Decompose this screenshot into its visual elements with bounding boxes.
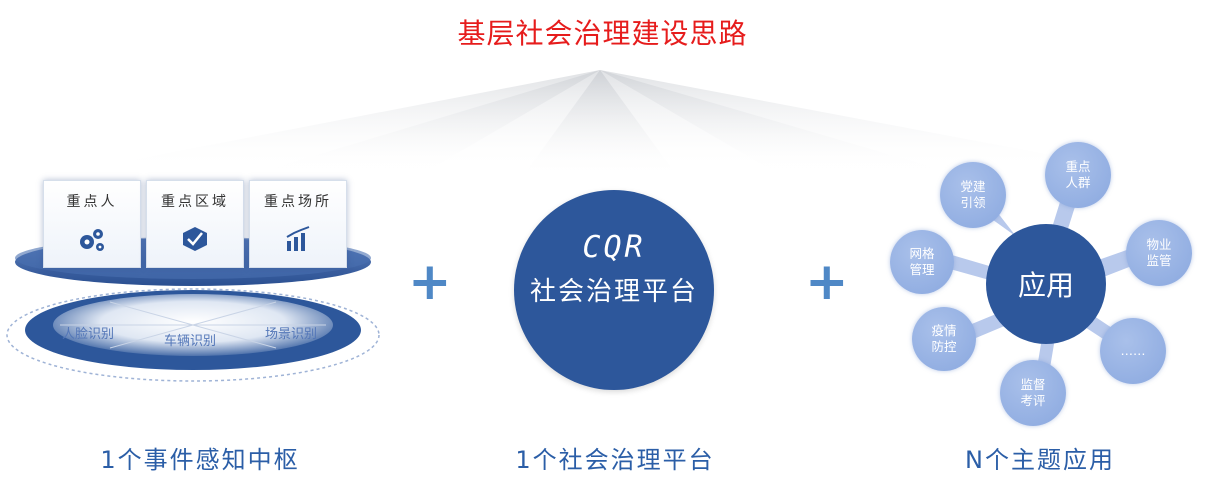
key-place-card: 重点场所 — [249, 180, 347, 268]
key-area-card: 重点区域 — [146, 180, 244, 268]
hub-caption: 1个事件感知中枢 — [100, 446, 300, 474]
page-title: 基层社会治理建设思路 — [457, 17, 748, 50]
plus-sign-right: + — [805, 252, 849, 312]
platform-circle: CQR 社会治理平台 — [514, 190, 714, 390]
node-label-line1: 疫情 — [931, 323, 957, 338]
light-rays-background — [80, 70, 1130, 180]
platform-name: 社会治理平台 — [529, 277, 698, 307]
plus-sign-left: + — [408, 252, 452, 312]
node-label-line1: 监督 — [1020, 377, 1046, 392]
node-label-line1: 网格 — [909, 246, 935, 261]
vehicle-recognition-label: 车辆识别 — [164, 334, 217, 349]
property-supervision-node: 物业监管 — [1126, 220, 1192, 286]
node-label-line1: 党建 — [960, 179, 986, 194]
node-label-line2: 防控 — [931, 339, 957, 354]
node-label-line1: 重点 — [1065, 159, 1091, 174]
applications-caption: N个主题应用 — [965, 446, 1115, 474]
area-badge-icon — [183, 227, 207, 251]
grid-management-node: 网格管理 — [890, 230, 954, 294]
bar-chart-icon — [286, 226, 310, 251]
node-label-line1: …… — [1120, 343, 1146, 358]
node-label-line2: 引领 — [960, 195, 986, 210]
card-label: 重点人 — [66, 194, 118, 210]
supervision-evaluation-node: 监督考评 — [1000, 360, 1066, 426]
key-person-card: 重点人 — [43, 180, 141, 268]
application-hub: 应用 — [986, 224, 1106, 344]
node-label-line2: 监管 — [1146, 253, 1172, 268]
epidemic-prevention-node: 疫情防控 — [912, 307, 976, 371]
platform-logo: CQR — [582, 230, 646, 265]
party-building-node: 党建引领 — [940, 162, 1006, 228]
node-label-line2: 管理 — [909, 262, 935, 277]
gears-icon — [80, 229, 104, 251]
more-apps-node: …… — [1100, 318, 1166, 384]
node-label-line2: 考评 — [1020, 393, 1046, 408]
card-label: 重点场所 — [264, 194, 332, 210]
scene-recognition-label: 场景识别 — [265, 327, 318, 342]
hub-label: 应用 — [1017, 269, 1074, 302]
platform-caption: 1个社会治理平台 — [515, 446, 715, 474]
card-label: 重点区域 — [161, 194, 229, 210]
node-label-line2: 人群 — [1065, 175, 1091, 190]
node-label-line1: 物业 — [1146, 237, 1172, 252]
event-sensing-hub: 重点人 重点区域 重点场所 人脸识别 车辆识别 场景识别 — [0, 170, 400, 410]
key-groups-node: 重点人群 — [1045, 142, 1111, 208]
face-recognition-label: 人脸识别 — [62, 327, 115, 342]
